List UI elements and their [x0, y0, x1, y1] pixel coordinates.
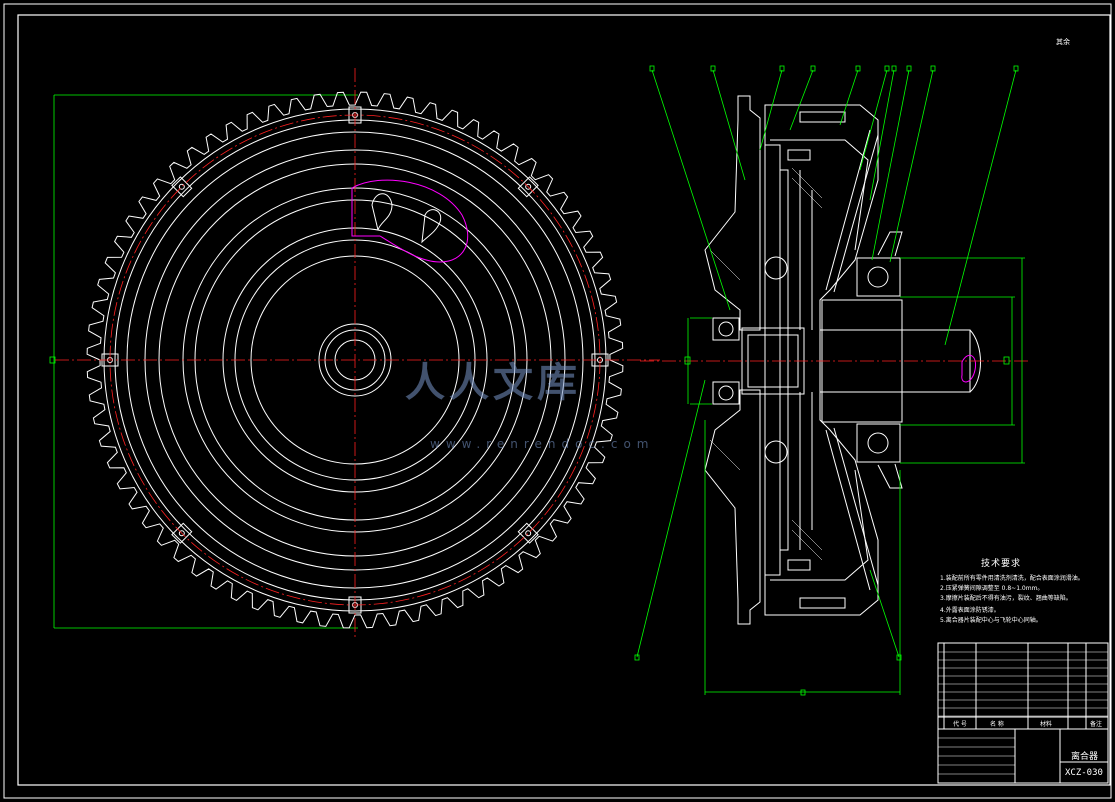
- tech-req-item: 1.装配前所有零件用清洗剂清洗，配合表面涂润滑油。: [940, 575, 1084, 582]
- tech-req-item: 4.外露表面涂防锈漆。: [940, 607, 1000, 614]
- watermark-url: www.renrendoc.com: [430, 437, 655, 451]
- front-view: [49, 68, 660, 640]
- bolt-hole: [525, 530, 532, 537]
- tech-req-heading: 技术要求: [981, 559, 1022, 569]
- tech-req-item: 2.压紧弹簧间隙调整至 0.8~1.0mm。: [940, 585, 1044, 592]
- bolt-hole: [525, 183, 532, 190]
- drawing-number: XCZ-030: [1065, 768, 1103, 778]
- title-block-col-name: 名 称: [990, 721, 1004, 728]
- bolt-hole: [178, 183, 185, 190]
- tech-req-item: 3.摩擦片装配后不得有油污，裂纹、翘曲等缺陷。: [940, 595, 1072, 602]
- outer-border: [3, 3, 1112, 799]
- bolt-hole: [178, 530, 185, 537]
- tech-req-item: 5.离合器片装配中心与飞轮中心同轴。: [940, 617, 1042, 624]
- title-block: [937, 642, 1109, 784]
- title-block-col-material: 材料: [1040, 721, 1053, 728]
- watermark-logo: 人人文库: [405, 360, 581, 406]
- section-view: [704, 95, 981, 625]
- title-block-rows: [938, 651, 1108, 775]
- roughness-mark: 其余: [1056, 38, 1070, 46]
- drawing-title: 离合器: [1071, 752, 1099, 762]
- inner-border: [17, 14, 1111, 786]
- partial-section-outline: [351, 179, 469, 263]
- leader-lines: [634, 65, 1025, 696]
- title-block-col-remark: 备注: [1090, 721, 1103, 728]
- title-block-col-code: 代 号: [953, 721, 967, 728]
